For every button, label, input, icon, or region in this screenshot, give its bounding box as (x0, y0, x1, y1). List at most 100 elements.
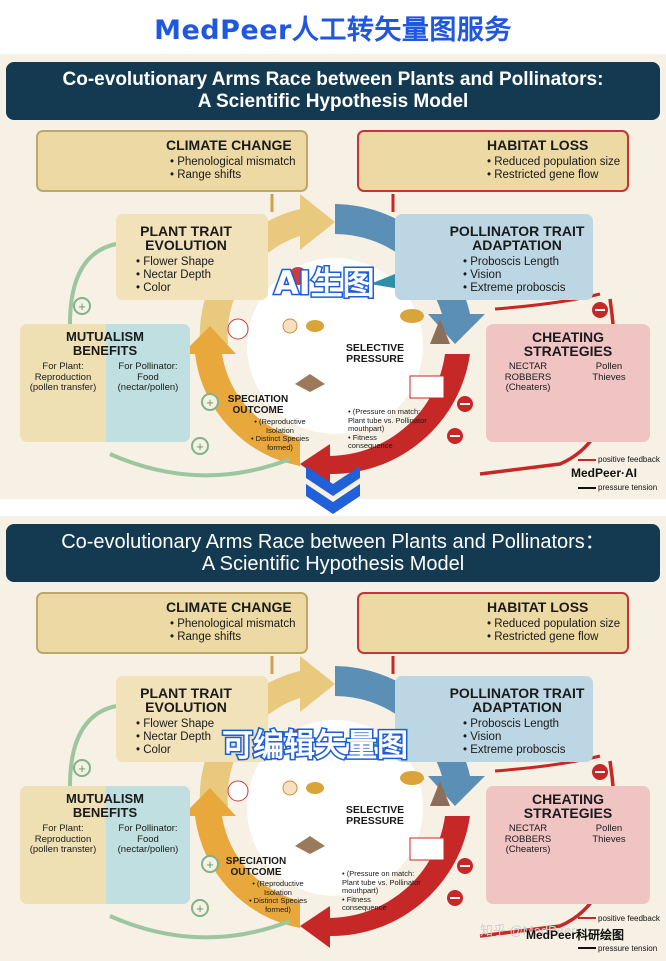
plant-trait-item: • Nectar Depth (136, 731, 211, 743)
plant-trait-item: • Nectar Depth (136, 269, 211, 281)
svg-text:+: + (206, 395, 214, 410)
selective-note: • (Pressure on match: (348, 407, 421, 416)
speciation-title-2: OUTCOME (232, 405, 284, 416)
mutualism-box: MUTUALISM BENEFITS For Plant: Reproducti… (20, 324, 190, 442)
selective-note: • (Pressure on match: (342, 869, 415, 878)
hummingbird-icon (370, 736, 400, 751)
mutualism-title-1: MUTUALISM (66, 329, 144, 344)
pollinator-trait-item: • Proboscis Length (463, 256, 560, 268)
selective-note: mouthpart) (342, 886, 379, 895)
selective-notes: • (Pressure on match: Plant tube vs. Pol… (342, 869, 421, 913)
selective-pressure-title: SELECTIVE PRESSURE (335, 805, 415, 827)
mutualism-pollinator-side (106, 786, 190, 904)
habitat-item: • Restricted gene flow (487, 631, 599, 643)
speciation-notes: • (Reproductive Isolation • Distinct Spe… (238, 879, 318, 914)
selective-title-1: SELECTIVE (345, 342, 405, 354)
cheating-title: CHEATING STRATEGIES (506, 792, 630, 820)
mutualism-pollinator-side (106, 324, 190, 442)
nectar-robbers-text: NECTAR ROBBERS (Cheaters) (492, 361, 564, 394)
orange-arc-arrow (182, 326, 300, 466)
mutualism-plant-line: Reproduction (34, 833, 92, 845)
legend-tension: pressure tension (598, 483, 658, 492)
diagram-title-line2: A Scientific Hypothesis Model (201, 553, 465, 575)
nectar-robbers-line: ROBBERS (504, 833, 552, 845)
flower-icon (227, 780, 249, 802)
pollinator-trait-item: • Extreme proboscis (463, 744, 566, 756)
legend-positive: positive feedback (598, 914, 660, 923)
speciation-note: • (Reproductive Isolation (252, 879, 304, 897)
mutualism-plant-line: Reproduction (34, 371, 92, 383)
selective-note: consequence (342, 903, 387, 912)
plant-trait-title-1: PLANT TRAIT (140, 685, 232, 701)
diagram-title-line1: Co-evolutionary Arms Race between Plants… (61, 531, 605, 553)
watermark: MedPeer科研绘图 (526, 928, 625, 942)
bee-icon (400, 309, 424, 323)
nectar-robbers-line: NECTAR (508, 823, 548, 834)
climate-change-box: CLIMATE CHANGE • Phenological mismatch •… (36, 592, 308, 654)
selective-title-1: SELECTIVE (345, 804, 405, 816)
chevron-down-icon (306, 466, 360, 514)
pollinator-trait-item: • Extreme proboscis (463, 282, 566, 294)
selective-note: consequence (348, 441, 393, 450)
diagram-panel-ai: Co-evolutionary Arms Race between Plants… (0, 54, 666, 499)
warm-arc-arrow (199, 656, 335, 806)
nectar-robbers-text: NECTAR ROBBERS (Cheaters) (492, 823, 564, 856)
site-watermark: 知乎 @MedPeer (480, 923, 576, 938)
mutualism-pollinator-line: (nectar/pollen) (117, 382, 179, 393)
selective-note: • Fitness (348, 432, 377, 442)
pollinator-trait-item: • Proboscis Length (463, 718, 560, 730)
mutualism-plant-text: For Plant: Reproduction (pollen transter… (22, 823, 104, 856)
mutualism-plant-line: For Plant: (42, 823, 84, 834)
mutualism-box: MUTUALISM BENEFITS For Plant: Reproducti… (20, 786, 190, 904)
pollinator-trait-title-2: ADAPTATION (472, 237, 562, 253)
red-arc-arrow (300, 354, 470, 486)
pressure-chart-icon (409, 375, 445, 399)
habitat-item: • Reduced population size (487, 618, 621, 630)
speciation-title-1: SPECIATION (227, 394, 289, 405)
pollinator-trait-item: • Vision (463, 731, 502, 743)
feedback-arrow-bottom (109, 452, 291, 478)
habitat-loss-title: HABITAT LOSS (487, 599, 589, 615)
selective-note: Plant tube vs. Pollinator (342, 877, 421, 887)
plant-trait-item: • Color (136, 744, 171, 756)
mutualism-pollinator-line: Food (137, 371, 159, 383)
plus-icon (73, 297, 91, 315)
mutualism-pollinator-line: For Pollinator: (118, 361, 178, 372)
habitat-item: • Reduced population size (487, 156, 621, 168)
svg-text:+: + (78, 761, 86, 776)
blue-arc-arrow (335, 666, 485, 806)
pollen-thieves-text: Pollen Thieves (574, 361, 644, 383)
climate-item: • Range shifts (170, 169, 242, 181)
mutualism-pollinator-line: (nectar/pollen) (117, 844, 179, 855)
selective-pressure-title: SELECTIVE PRESSURE (335, 343, 415, 365)
selective-note: Plant tube vs. Pollinator (348, 415, 427, 425)
flower-icon (227, 318, 249, 340)
plus-icon (201, 393, 219, 411)
flower-icon (282, 318, 298, 334)
plant-trait-box: PLANT TRAIT EVOLUTION • Flower Shape • N… (116, 676, 268, 762)
mutualism-plant-line: (pollen transfer) (29, 382, 97, 393)
speciation-title-2: OUTCOME (230, 867, 282, 878)
pollen-thieves-line: Pollen (595, 823, 623, 834)
plus-icon (191, 437, 209, 455)
plant-trait-item: • Flower Shape (136, 718, 215, 730)
plant-trait-title-2: EVOLUTION (145, 237, 227, 253)
selective-title-2: PRESSURE (346, 815, 404, 827)
svg-text:+: + (196, 901, 204, 916)
diagram-title: Co-evolutionary Arms Race between Plants… (6, 62, 660, 120)
legend-tension: pressure tension (598, 944, 658, 953)
selective-note: mouthpart) (348, 424, 385, 433)
selective-note: • Fitness (342, 894, 371, 904)
moth-icon (295, 836, 325, 854)
moth-icon (430, 319, 450, 344)
pollinator-trait-box: POLLINATOR TRAIT ADAPTATION • Proboscis … (395, 676, 593, 762)
mutualism-title-2: BENEFITS (72, 805, 138, 820)
pollinator-trait-title-2: ADAPTATION (472, 699, 562, 715)
nectar-robbers-line: (Cheaters) (505, 382, 551, 393)
cheating-box: CHEATING STRATEGIES NECTAR ROBBERS (Chea… (486, 324, 650, 442)
habitat-loss-box: HABITAT LOSS • Reduced population size •… (357, 130, 629, 192)
svg-text:+: + (206, 857, 214, 872)
speciation-note: • Distinct Species (248, 896, 308, 905)
pollen-thieves-text: Pollen Thieves (574, 823, 644, 845)
plant-trait-title-1: PLANT TRAIT (140, 223, 232, 239)
